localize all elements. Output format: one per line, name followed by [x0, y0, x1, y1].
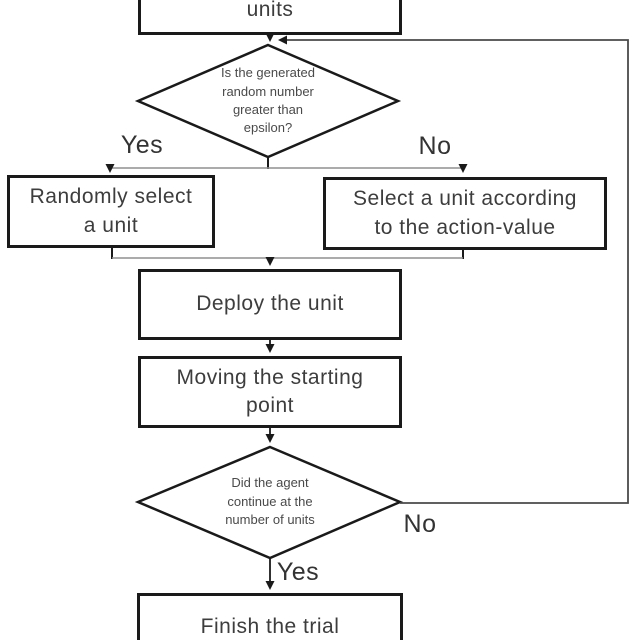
decision-epsilon-label: Is the generated random number greater t…: [221, 65, 315, 136]
process-box-moving-starting-point: Moving the starting point: [138, 356, 402, 428]
process-box-units: units: [138, 0, 402, 35]
process-box-finish-trial: Finish the trial: [137, 593, 403, 640]
branch-label-yes-epsilon: Yes: [120, 131, 164, 159]
process-box-deploy-unit: Deploy the unit: [138, 269, 402, 340]
branch-label-yes-continue: Yes: [276, 558, 320, 586]
process-box-randomly-select: Randomly select a unit: [7, 175, 215, 248]
branch-label-no-epsilon: No: [418, 132, 452, 160]
connector-loop-no: [278, 35, 629, 504]
process-box-select-action-value: Select a unit according to the action-va…: [323, 177, 607, 250]
branch-label-no-continue: No: [403, 510, 437, 538]
decision-continue-label: Did the agent continue at the number of …: [225, 475, 315, 528]
